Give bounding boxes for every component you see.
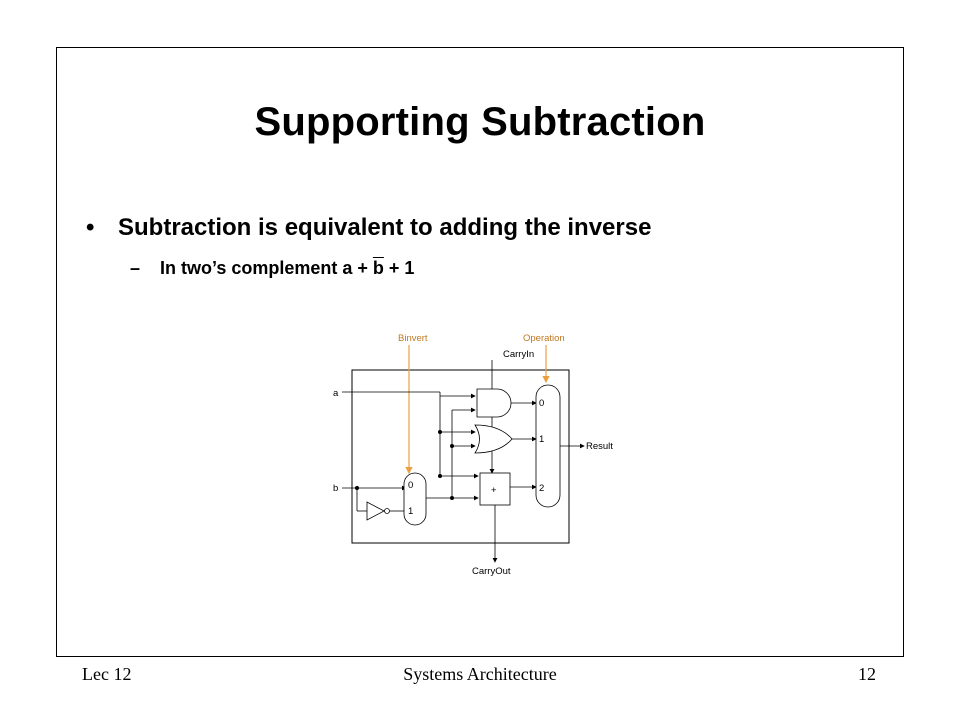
bullet-text: Subtraction is equivalent to adding the …	[118, 214, 652, 241]
or-gate-icon	[474, 424, 513, 454]
b-mux	[403, 472, 427, 526]
carryout-label: CarryOut	[472, 566, 511, 577]
slide-frame	[56, 47, 904, 657]
alu-diagram: Binvert Operation CarryIn a b 0 1 + 0 1 …	[333, 333, 613, 577]
inverter-bubble	[384, 508, 390, 514]
inverter-icon	[366, 501, 385, 521]
a-label: a	[333, 388, 339, 399]
carryin-label: CarryIn	[503, 349, 534, 360]
op-mux-input-0: 0	[539, 398, 544, 409]
footer-lecture: Lec 12	[82, 664, 132, 684]
sub-bullet-text: In two’s complement a + b + 1	[160, 258, 414, 279]
b-label: b	[333, 483, 338, 494]
result-label: Result	[586, 441, 613, 452]
bullet-marker: •	[86, 214, 95, 241]
adder-label: +	[491, 485, 497, 496]
adder-box	[479, 472, 511, 506]
b-mux-input-0: 0	[408, 480, 413, 491]
op-mux-input-1: 1	[539, 434, 544, 445]
slide-title: Supporting Subtraction	[254, 100, 706, 144]
sub-text-prefix: In two’s complement a +	[160, 258, 373, 278]
binvert-label: Binvert	[398, 333, 428, 344]
operation-label: Operation	[523, 333, 565, 344]
alu-box	[351, 369, 570, 544]
sub-bullet-marker: –	[130, 258, 141, 278]
sub-text-b-bar: b	[372, 258, 384, 278]
sub-text-suffix: + 1	[383, 258, 415, 278]
footer-page-number: 12	[858, 664, 876, 684]
footer-course: Systems Architecture	[403, 664, 557, 684]
and-gate-icon	[476, 388, 512, 418]
op-mux-input-2: 2	[539, 483, 544, 494]
b-mux-input-1: 1	[408, 506, 413, 517]
